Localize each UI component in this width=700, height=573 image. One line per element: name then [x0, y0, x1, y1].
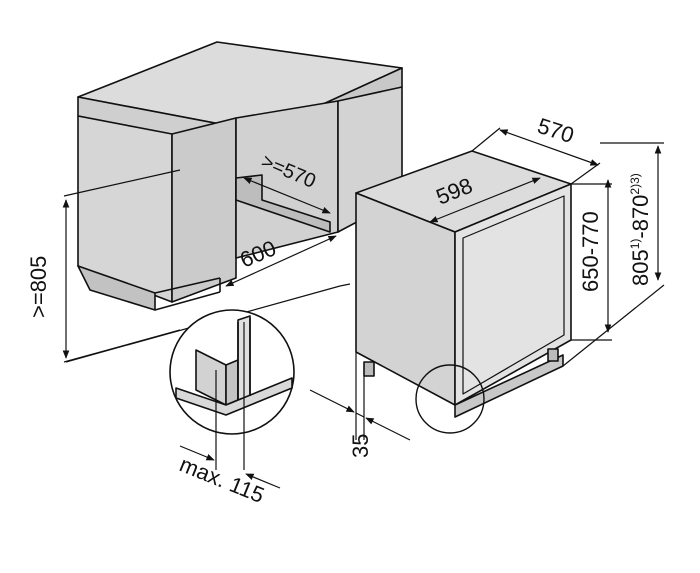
plinth-offset-arrow-left	[309, 389, 355, 413]
left-cabinet-side	[171, 117, 237, 303]
total-height-sup1: 1)	[628, 239, 642, 250]
kitchen-counter	[77, 41, 403, 311]
appliance-depth-label: 570	[534, 113, 577, 148]
max-panel-arrow-right	[245, 473, 281, 489]
total-height-label: 8051)-8702)3)	[628, 173, 653, 286]
dishwasher-dimensions	[309, 127, 665, 441]
plinth-offset-arrow-right	[365, 417, 411, 441]
max-panel-arrow-left	[179, 445, 215, 461]
total-height-sep: -870	[628, 195, 653, 239]
height-range-label: 650-770	[578, 211, 603, 292]
detail-marker-circle	[415, 364, 485, 434]
niche-depth-arrow	[243, 177, 331, 214]
detail-zoom	[169, 309, 295, 489]
plinth-offset-label: 35	[348, 434, 373, 458]
total-height-base: 805	[628, 249, 653, 286]
total-height-sup2: 2)3)	[628, 173, 642, 194]
width-arrow	[429, 177, 541, 223]
depth-arrow	[499, 129, 599, 166]
foot-right	[547, 348, 559, 362]
niche-height-label: >=805	[26, 256, 51, 318]
max-panel-label: max. 115	[176, 451, 268, 507]
niche-width-arrow	[225, 235, 337, 287]
foot-left	[363, 361, 375, 377]
dishwasher	[355, 150, 572, 418]
